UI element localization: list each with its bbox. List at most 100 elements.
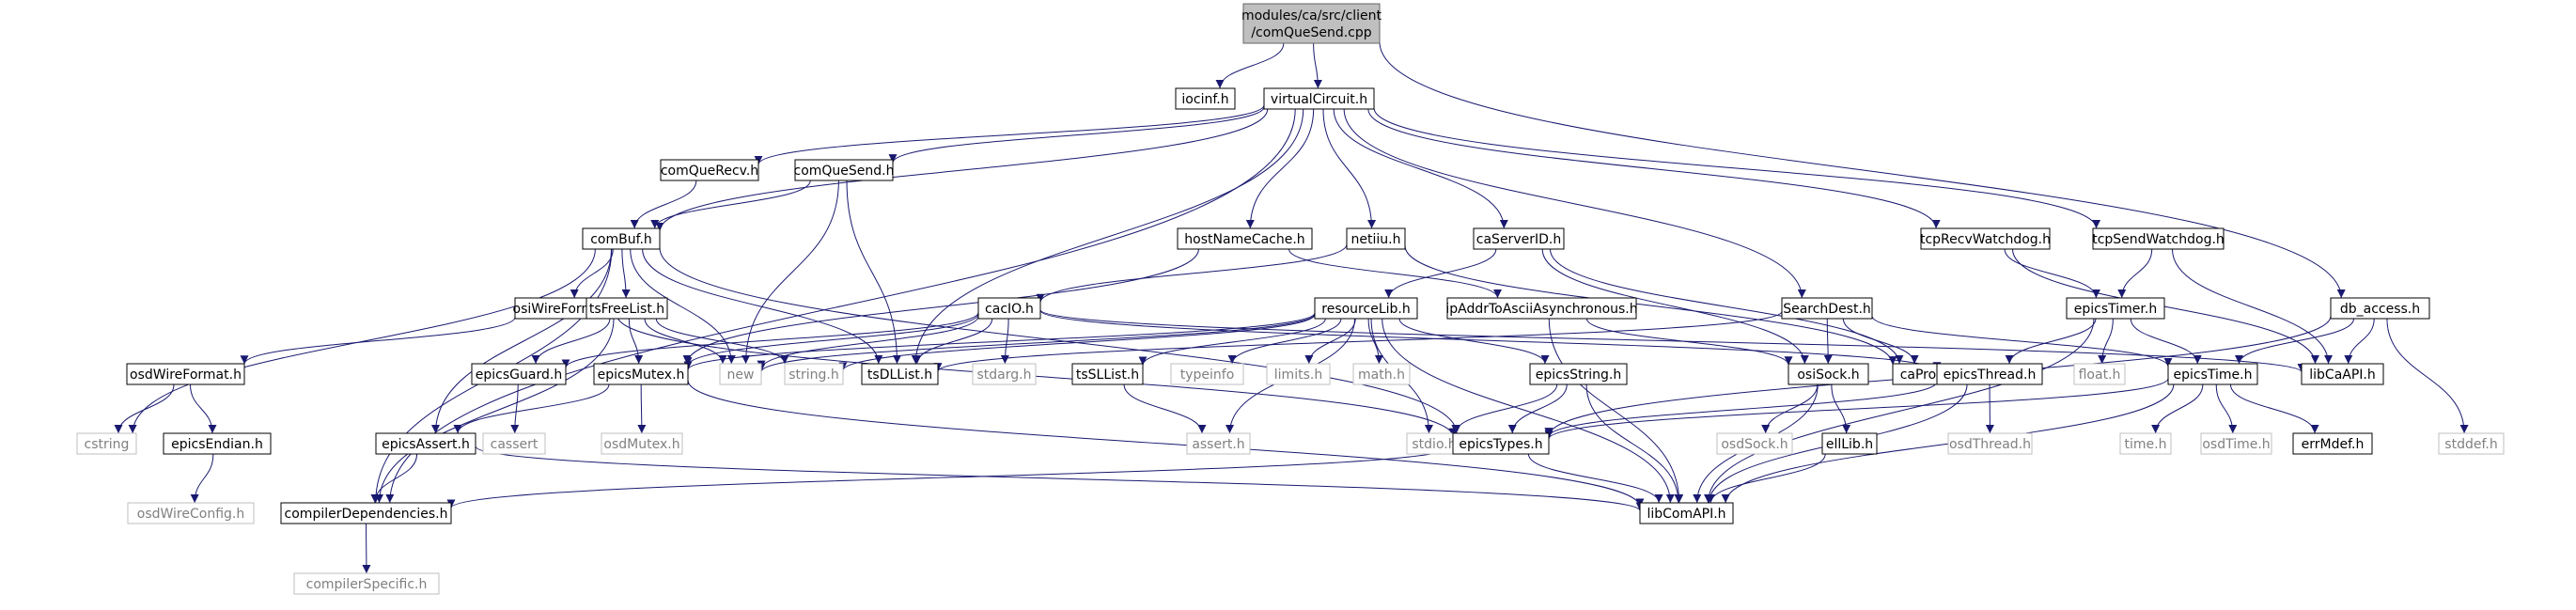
- edge-cacIO-to-epicsMutex: [683, 313, 979, 367]
- node-libCaAPI-label: libCaAPI.h: [2309, 368, 2376, 383]
- node-virtualCircuit-box: [1263, 87, 1375, 110]
- node-compilerDependencies-label: compilerDependencies.h: [285, 507, 448, 522]
- edge-epicsAssert-to-libComAPI: [475, 446, 1645, 511]
- node-ellLib[interactable]: ellLib.h: [1821, 432, 1878, 455]
- node-cacIO[interactable]: cacIO.h: [977, 297, 1041, 320]
- node-tsDLList[interactable]: tsDLList.h: [861, 363, 939, 385]
- node-tsFreeList-box: [585, 297, 668, 320]
- node-SearchDest[interactable]: SearchDest.h: [1781, 297, 1873, 320]
- node-float-label: float.h: [2079, 368, 2121, 383]
- node-db_access[interactable]: db_access.h: [2330, 297, 2430, 320]
- node-epicsAssert[interactable]: epicsAssert.h: [375, 432, 476, 455]
- node-cstring-box: [76, 432, 137, 455]
- node-tcpRecvWatchdog[interactable]: tcpRecvWatchdog.h: [1920, 227, 2051, 250]
- node-root[interactable]: modules/ca/src/client/comQueSend.cpp: [1241, 3, 1382, 44]
- node-cassert-label: cassert: [491, 437, 539, 452]
- node-comBuf-box: [582, 227, 661, 250]
- node-comQueRecv[interactable]: comQueRecv.h: [660, 159, 759, 181]
- node-epicsTime[interactable]: epicsTime.h: [2167, 363, 2258, 385]
- node-resourceLib[interactable]: resourceLib.h: [1314, 297, 1418, 320]
- edge-epicsTypes-to-libComAPI: [1527, 453, 1663, 504]
- node-comQueRecv-box: [660, 159, 759, 181]
- node-hostNameCache[interactable]: hostNameCache.h: [1177, 227, 1313, 250]
- edge-SearchDest-to-caProto: [1842, 318, 1919, 365]
- node-osiSock[interactable]: osiSock.h: [1788, 363, 1869, 385]
- node-tcpSendWatchdog-box: [2092, 227, 2225, 250]
- edge-epicsTime-to-osdTime: [2215, 383, 2238, 434]
- node-time-box: [2119, 432, 2172, 455]
- edge-epicsTimer-to-epicsThread: [2005, 318, 2097, 365]
- edge-tcpSendWatchdog-to-libCaAPI: [2171, 248, 2334, 365]
- edge-virtualCircuit-to-comQueSend: [888, 106, 1265, 164]
- node-tsFreeList[interactable]: tsFreeList.h: [585, 297, 668, 320]
- edge-cacIO-to-tsDLList: [913, 318, 993, 365]
- node-netiiu[interactable]: netiiu.h: [1346, 227, 1406, 250]
- node-epicsThread[interactable]: epicsThread.h: [1936, 363, 2043, 385]
- node-osdWireConfig: osdWireConfig.h: [127, 502, 255, 524]
- node-tsDLList-label: tsDLList.h: [867, 368, 932, 383]
- node-errMdef-label: errMdef.h: [2302, 437, 2365, 452]
- edge-resourceLib-to-new: [757, 313, 1316, 372]
- node-compilerDependencies-box: [280, 502, 452, 524]
- edge-SearchDest-to-epicsTime: [1871, 316, 2173, 368]
- node-math-label: math.h: [1358, 368, 1405, 383]
- edge-comQueRecv-to-comBuf: [630, 180, 697, 229]
- node-epicsTypes[interactable]: epicsTypes.h: [1452, 432, 1550, 455]
- node-epicsTimer[interactable]: epicsTimer.h: [2066, 297, 2165, 320]
- node-netiiu-box: [1346, 227, 1406, 250]
- node-float-box: [2073, 363, 2126, 385]
- node-comQueSend-label: comQueSend.h: [794, 164, 895, 179]
- node-hostNameCache-box: [1177, 227, 1313, 250]
- node-epicsGuard-label: epicsGuard.h: [476, 368, 562, 383]
- edge-netiiu-to-cacIO: [1036, 243, 1348, 303]
- edge-virtualCircuit-to-netiiu: [1322, 108, 1377, 229]
- node-caServerID-box: [1473, 227, 1565, 250]
- edge-epicsString-to-libComAPI: [1585, 383, 1683, 504]
- node-tsSLList[interactable]: tsSLList.h: [1071, 363, 1144, 385]
- node-osdThread-box: [1947, 432, 2033, 455]
- node-comBuf[interactable]: comBuf.h: [582, 227, 661, 250]
- node-osdWireConfig-box: [127, 502, 255, 524]
- node-tcpSendWatchdog[interactable]: tcpSendWatchdog.h: [2092, 227, 2225, 250]
- node-comQueSend[interactable]: comQueSend.h: [794, 159, 895, 181]
- node-libComAPI[interactable]: libComAPI.h: [1639, 502, 1734, 524]
- edge-cacIO-to-epicsThread: [1039, 309, 1942, 371]
- edge-tsFreeList-to-epicsMutex: [628, 318, 644, 365]
- edge-resourceLib-to-libComAPI: [1382, 318, 1675, 504]
- node-ipAddrToAscii[interactable]: ipAddrToAsciiAsynchronous.h: [1445, 297, 1638, 320]
- edge-tsSLList-to-assert: [1123, 383, 1207, 434]
- node-cacIO-label: cacIO.h: [985, 302, 1034, 317]
- node-caServerID[interactable]: caServerID.h: [1473, 227, 1565, 250]
- node-compilerDependencies[interactable]: compilerDependencies.h: [280, 502, 452, 524]
- edge-caServerID-to-osiSock: [1541, 248, 1809, 365]
- node-math: math.h: [1352, 363, 1411, 385]
- node-epicsString[interactable]: epicsString.h: [1529, 363, 1628, 385]
- edge-epicsTime-to-epicsTypes: [1544, 378, 2169, 440]
- edge-epicsEndian-to-osdWireConfig: [190, 453, 214, 504]
- node-epicsGuard[interactable]: epicsGuard.h: [471, 363, 567, 385]
- node-epicsGuard-box: [471, 363, 567, 385]
- node-epicsMutex[interactable]: epicsMutex.h: [593, 363, 689, 385]
- edge-epicsTime-to-time: [2151, 383, 2204, 434]
- edge-root-to-iocinf: [1215, 42, 1285, 89]
- edge-SearchDest-to-osiSock: [1823, 318, 1833, 365]
- node-cassert: cassert: [482, 432, 546, 455]
- node-virtualCircuit[interactable]: virtualCircuit.h: [1263, 87, 1375, 110]
- edge-epicsTimer-to-epicsTime: [2130, 318, 2202, 365]
- node-caServerID-label: caServerID.h: [1476, 232, 1561, 247]
- node-libCaAPI[interactable]: libCaAPI.h: [2301, 363, 2384, 385]
- node-osdWireFormat[interactable]: osdWireFormat.h: [126, 363, 245, 385]
- node-epicsEndian[interactable]: epicsEndian.h: [163, 432, 272, 455]
- edge-comBuf-to-tsDLList: [642, 248, 883, 365]
- node-errMdef[interactable]: errMdef.h: [2292, 432, 2373, 455]
- node-compilerSpecific-label: compilerSpecific.h: [306, 577, 428, 592]
- edge-SearchDest-to-tsDLList: [933, 311, 1783, 372]
- edge-resourceLib-to-typeinfo: [1227, 318, 1342, 365]
- node-osdSock-box: [1716, 432, 1793, 455]
- node-SearchDest-label: SearchDest.h: [1783, 302, 1871, 317]
- node-iocinf[interactable]: iocinf.h: [1175, 87, 1236, 110]
- node-string-label: string.h: [788, 368, 839, 383]
- edge-resourceLib-to-tsSLList: [1138, 318, 1326, 366]
- node-cassert-box: [482, 432, 546, 455]
- edge-epicsGuard-to-cassert: [510, 383, 520, 434]
